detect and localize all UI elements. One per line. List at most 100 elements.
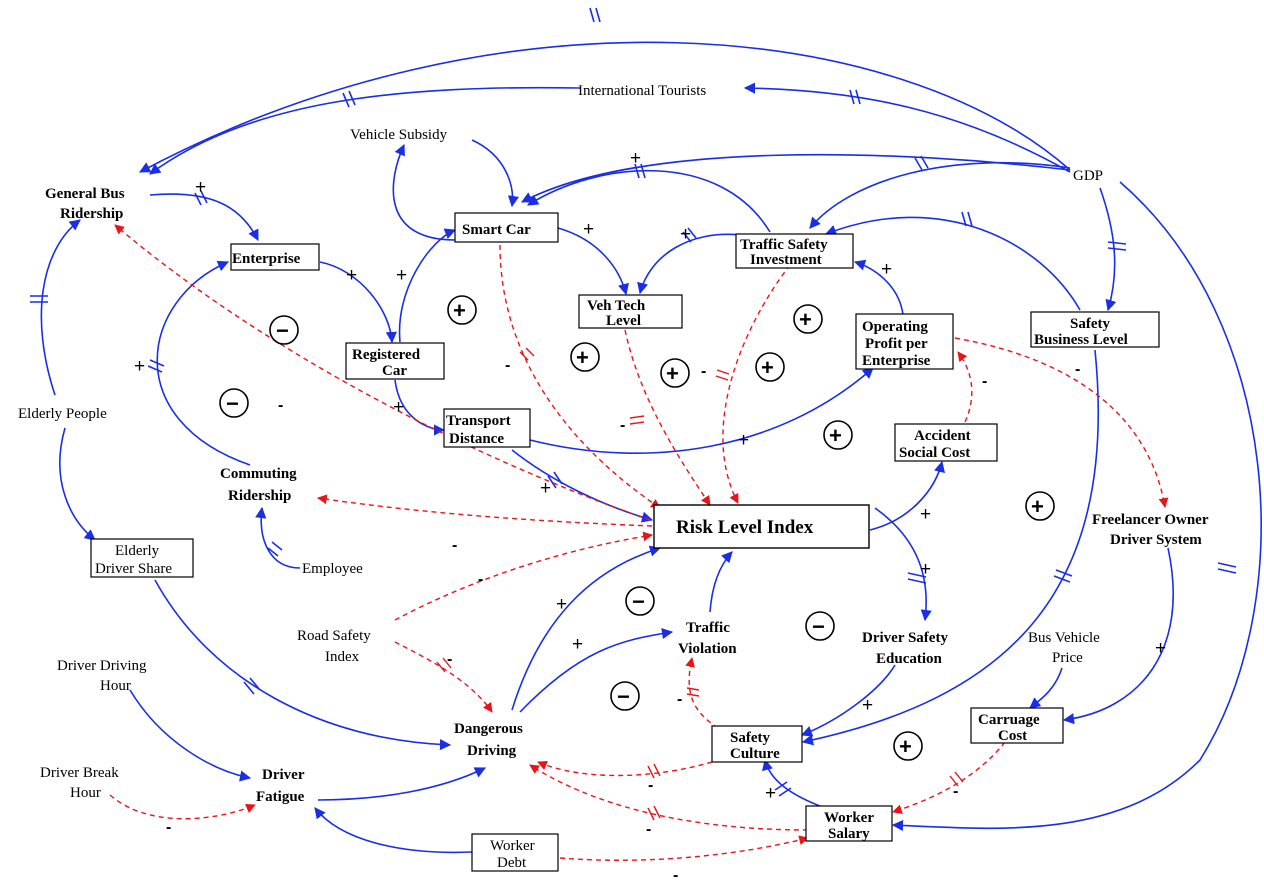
node-veh-tech-level[interactable]: Veh Tech Level — [578, 294, 683, 329]
link-transport-distance-to-risk-level-index — [511, 449, 654, 523]
svg-text:Worker: Worker — [490, 838, 535, 854]
link-gdp-to-international-tourists — [743, 82, 1071, 173]
node-driver-break-hour[interactable]: Driver Break Hour — [40, 765, 119, 801]
link-enterprise-to-registered-car — [319, 261, 397, 344]
svg-text:Enterprise: Enterprise — [232, 251, 301, 267]
svg-text:Carruage: Carruage — [978, 712, 1040, 728]
balancing-loop-icon: − — [610, 681, 640, 711]
node-road-safety-index[interactable]: Road Safety Index — [297, 628, 371, 665]
node-freelancer-owner-driver-system[interactable]: Freelancer Owner Driver System — [1092, 512, 1209, 548]
node-safety-culture[interactable]: Safety Culture — [711, 725, 803, 763]
svg-text:Price: Price — [1052, 650, 1083, 666]
svg-text:Car: Car — [382, 363, 407, 379]
node-worker-debt[interactable]: Worker Debt — [471, 833, 559, 872]
node-traffic-violation[interactable]: Traffic Violation — [678, 620, 737, 657]
link-dangerous-driving-to-traffic-violation — [519, 627, 674, 713]
reinforcing-loop-icon: + — [893, 731, 923, 761]
sign-plus: + — [572, 634, 583, 655]
svg-text:Salary: Salary — [828, 826, 870, 842]
node-commuting-ridership[interactable]: Commuting Ridership — [220, 466, 297, 504]
sign-plus: + — [396, 265, 407, 286]
link-gdp-to-traffic-safety-investment — [809, 161, 1071, 229]
svg-text:Freelancer Owner: Freelancer Owner — [1092, 512, 1209, 528]
link-bus-vehicle-price-to-carruage-cost — [1029, 667, 1063, 709]
link-elderly-driver-share-to-dangerous-driving — [154, 579, 452, 751]
link-employee-to-commuting-ridership — [255, 506, 301, 569]
svg-text:Business Level: Business Level — [1034, 332, 1128, 348]
node-smart-car[interactable]: Smart Car — [454, 212, 559, 243]
node-driver-driving-hour[interactable]: Driver Driving Hour — [57, 658, 147, 694]
link-gdp-to-safety-business-level — [1099, 187, 1117, 312]
sign-plus: + — [881, 259, 892, 280]
node-traffic-safety-investment[interactable]: Traffic Safety Investment — [735, 233, 854, 269]
node-accident-social-cost[interactable]: Accident Social Cost — [894, 423, 998, 462]
risk-link-safety-culture-to-traffic-violation — [685, 657, 719, 729]
svg-text:+: + — [453, 298, 466, 323]
svg-text:Ridership: Ridership — [228, 488, 291, 504]
node-driver-safety-education[interactable]: Driver Safety Education — [862, 630, 948, 667]
link-smart-car-to-veh-tech-level — [557, 227, 629, 296]
sign-minus: - — [673, 867, 678, 883]
sign-plus: + — [765, 783, 776, 804]
node-safety-business-level[interactable]: Safety Business Level — [1030, 311, 1160, 348]
node-enterprise[interactable]: Enterprise — [230, 243, 320, 271]
node-operating-profit[interactable]: Operating Profit per Enterprise — [855, 313, 954, 370]
reinforcing-loop-icon: + — [755, 352, 785, 382]
node-bus-vehicle-price[interactable]: Bus Vehicle Price — [1028, 630, 1100, 666]
node-transport-distance[interactable]: Transport Distance — [443, 408, 531, 448]
node-worker-salary[interactable]: Worker Salary — [805, 805, 893, 842]
svg-text:Commuting: Commuting — [220, 466, 297, 482]
svg-text:Driver: Driver — [262, 767, 305, 783]
node-elderly-driver-share[interactable]: Elderly Driver Share — [90, 538, 194, 578]
node-dangerous-driving[interactable]: Dangerous Driving — [454, 721, 523, 759]
svg-text:Enterprise: Enterprise — [862, 353, 931, 369]
svg-text:Driver Driving: Driver Driving — [57, 658, 147, 674]
node-elderly-people[interactable]: Elderly People — [18, 406, 107, 422]
svg-text:Veh Tech: Veh Tech — [587, 298, 646, 314]
node-risk-level-index[interactable]: Risk Level Index — [653, 504, 870, 549]
svg-text:General Bus: General Bus — [45, 186, 125, 202]
reinforcing-loop-icon: + — [660, 358, 690, 388]
risk-link-veh-tech-to-risk-index — [624, 329, 711, 506]
balancing-loop-icon: − — [625, 586, 655, 616]
svg-text:Driver Share: Driver Share — [95, 561, 172, 577]
node-registered-car[interactable]: Registered Car — [345, 342, 445, 380]
sign-plus: + — [346, 265, 357, 286]
sign-minus: - — [452, 537, 457, 554]
sign-minus: - — [447, 651, 452, 668]
risk-link-smart-car-to-risk-index — [499, 244, 661, 509]
svg-text:Profit per: Profit per — [865, 336, 928, 352]
link-driver-driving-hour-to-driver-fatigue — [129, 689, 252, 782]
node-carruage-cost[interactable]: Carruage Cost — [970, 707, 1064, 744]
node-driver-fatigue[interactable]: Driver Fatigue — [256, 767, 305, 805]
svg-text:−: − — [632, 589, 645, 614]
svg-text:−: − — [276, 318, 289, 343]
risk-link-safety-culture-to-dangerous-driving — [537, 760, 713, 777]
svg-text:Hour: Hour — [100, 678, 131, 694]
sign-minus: - — [646, 821, 651, 838]
sign-plus: + — [1155, 638, 1166, 659]
risk-link-worker-salary-to-dangerous-driving — [529, 764, 809, 831]
node-gdp[interactable]: GDP — [1073, 168, 1103, 184]
reinforcing-loop-icon: + — [447, 295, 477, 325]
link-safety-business-level-to-traffic-safety-investment — [824, 216, 1081, 311]
svg-text:Worker: Worker — [824, 810, 874, 826]
node-general-bus-ridership[interactable]: General Bus Ridership — [45, 186, 125, 222]
reinforcing-loop-icon: + — [793, 304, 823, 334]
svg-text:Safety: Safety — [1070, 316, 1110, 332]
svg-text:Violation: Violation — [678, 641, 737, 657]
link-traffic-violation-to-risk-level-index — [709, 551, 733, 613]
svg-text:+: + — [1031, 494, 1044, 519]
svg-text:Cost: Cost — [998, 728, 1027, 744]
svg-text:Culture: Culture — [730, 746, 780, 762]
svg-text:Safety: Safety — [730, 730, 770, 746]
balancing-loop-icon: − — [269, 315, 299, 345]
node-international-tourists[interactable]: International Tourists — [578, 83, 706, 99]
node-employee[interactable]: Employee — [302, 561, 363, 577]
link-driver-safety-education-to-safety-culture — [800, 664, 896, 737]
svg-text:Level: Level — [606, 313, 641, 329]
svg-text:Smart Car: Smart Car — [462, 222, 531, 238]
link-driver-fatigue-to-dangerous-driving — [317, 767, 487, 801]
node-vehicle-subsidy[interactable]: Vehicle Subsidy — [350, 127, 448, 143]
link-gdp-to-smart-car — [521, 153, 1071, 203]
